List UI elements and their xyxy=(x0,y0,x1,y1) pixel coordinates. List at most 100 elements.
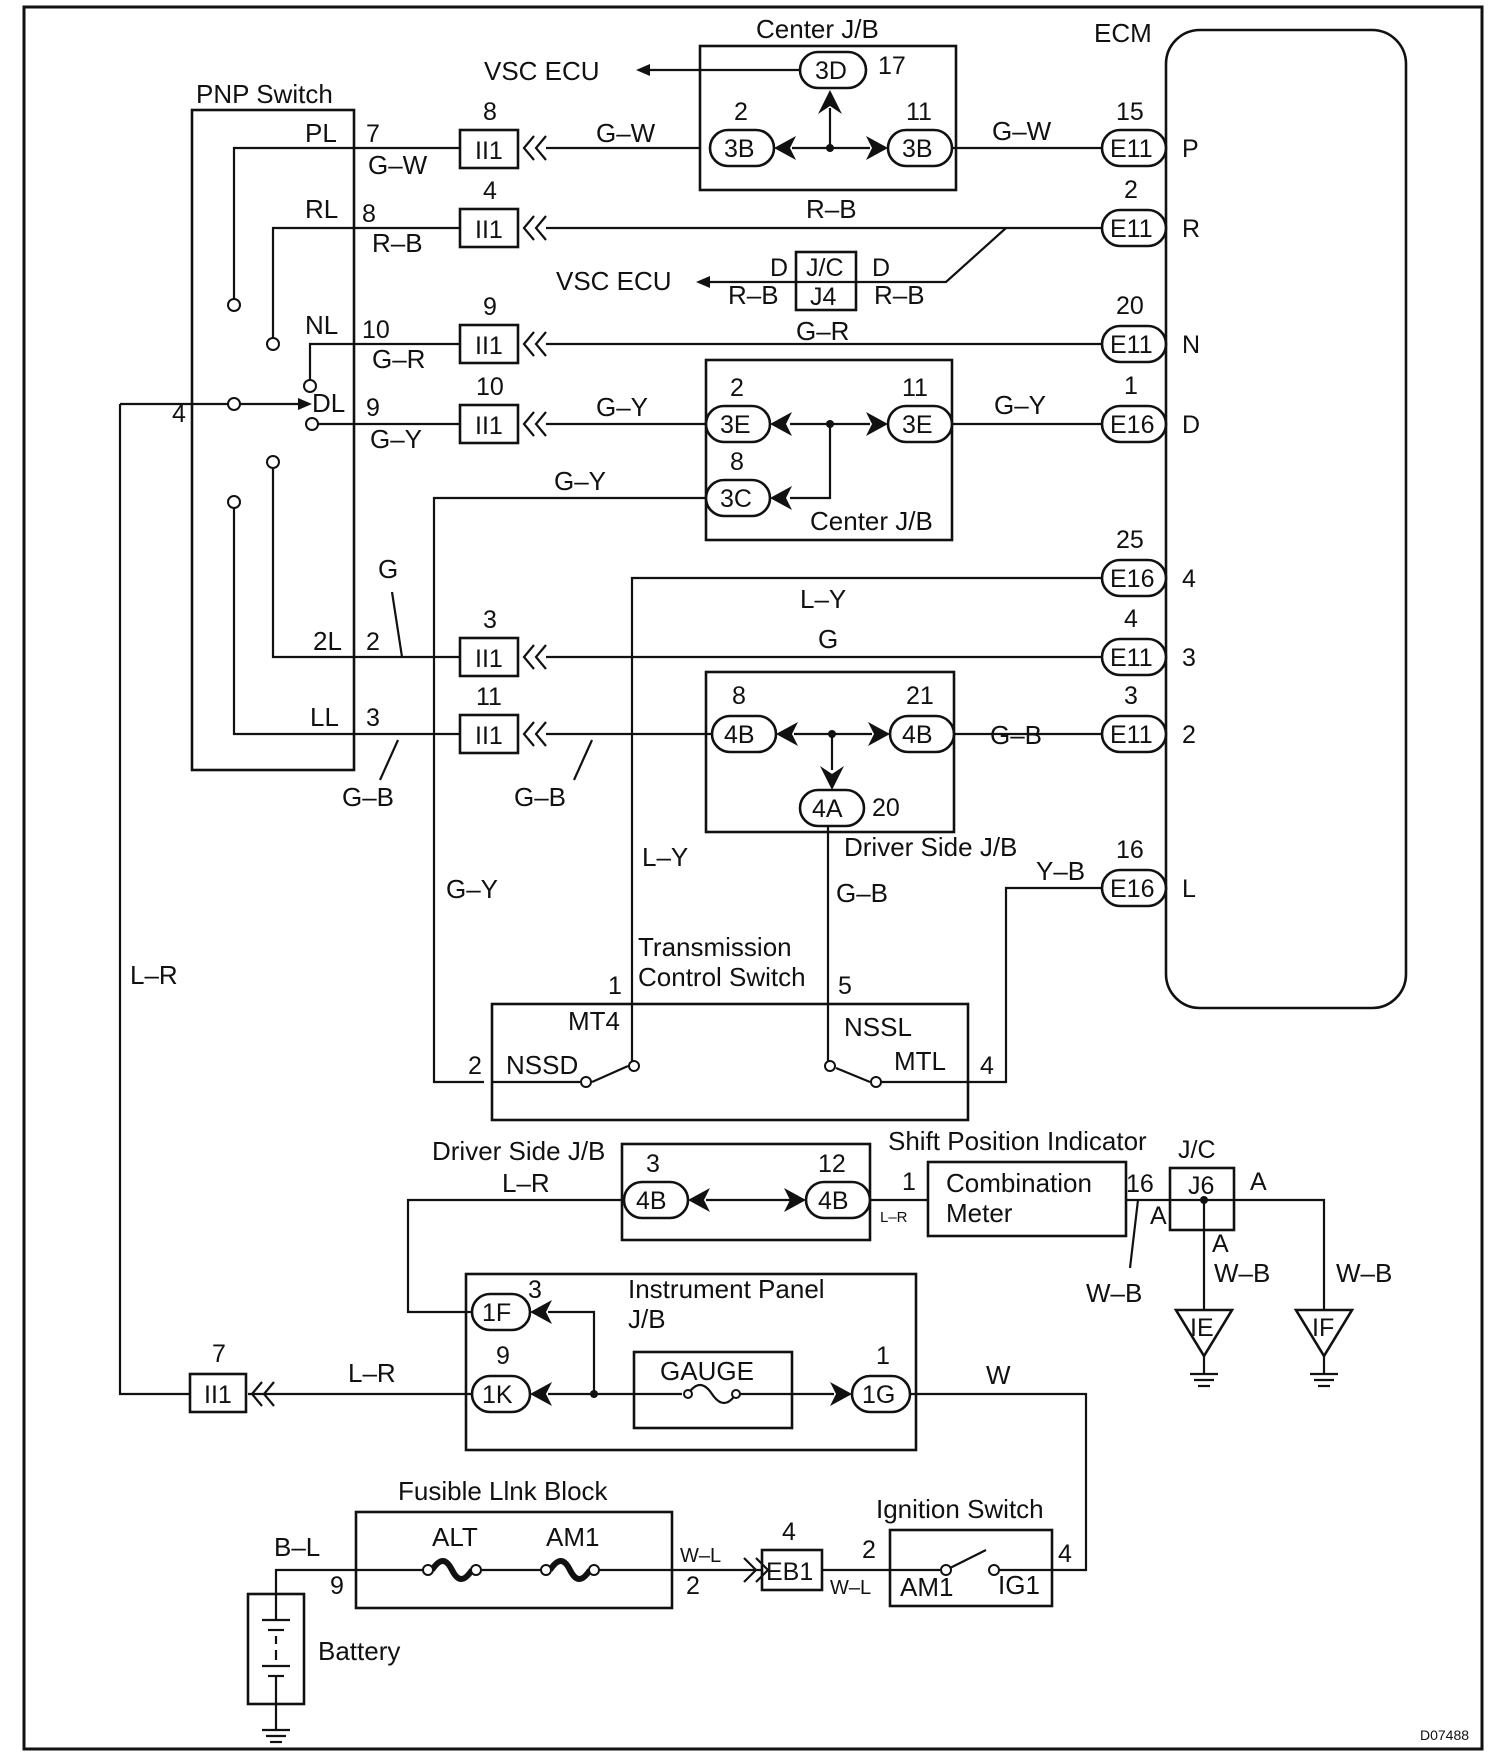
ii1-name: II1 xyxy=(475,137,503,165)
jc-j6-pin-a-left: A xyxy=(1150,1202,1167,1230)
inline-connector-eb1: EB1 4 W–L 2 xyxy=(760,1518,890,1599)
drawing-code: D07488 xyxy=(1420,1727,1469,1743)
eb1-pin: 4 xyxy=(782,1518,796,1546)
ii1-pin: 8 xyxy=(483,98,497,126)
wire-gy-label-2: G–Y xyxy=(596,392,648,422)
ecm-terminal-2: E11 3 2 xyxy=(1100,682,1196,754)
pnp-pin-3: 3 xyxy=(366,704,380,732)
ecm-pin: 20 xyxy=(1116,292,1144,320)
ecm-terminal-name: D xyxy=(1182,411,1200,439)
wire-g-label-2: G xyxy=(818,624,838,654)
ecm-terminal-l: E16 16 L xyxy=(1100,836,1196,908)
tcs-title-line1: Transmission xyxy=(638,932,792,962)
ii1-pin: 9 xyxy=(483,293,497,321)
ecm-terminal-name: 3 xyxy=(1182,644,1196,672)
center-jb-mid-title: Center J/B xyxy=(810,506,933,536)
junction-connector-j4: J/C J4 D D VSC ECU R–B R–B G–R xyxy=(556,227,1007,346)
ecm-pin: 3 xyxy=(1124,682,1138,710)
pnp-pin-2: 2 xyxy=(366,628,380,656)
pnp-position-dl: DL xyxy=(312,388,345,418)
pnp-position-nl: NL xyxy=(305,310,338,340)
ecm-conn: E16 xyxy=(1110,875,1154,903)
wire-ly-label-2: L–Y xyxy=(642,842,688,872)
shift-position-indicator-title: Shift Position Indicator xyxy=(888,1126,1147,1156)
ign-pin-4: 4 xyxy=(1058,1540,1072,1568)
pnp-pin-9: 9 xyxy=(366,394,380,422)
tcs-pin-2: 2 xyxy=(468,1052,482,1080)
pin-8-center-mid: 8 xyxy=(730,448,744,476)
tcs-title-line2: Control Switch xyxy=(638,962,806,992)
pnp-switch: PNP Switch PL RL NL DL 2L LL 7 8 10 9 2 … xyxy=(120,79,390,772)
ecm-terminals: E11 15 P E11 2 R E11 20 N E16 1 D E16 25… xyxy=(1100,98,1200,908)
jc-j4-connector: J4 xyxy=(810,283,837,311)
meter-body-line2: Meter xyxy=(946,1198,1013,1228)
ecm-conn: E11 xyxy=(1110,644,1153,672)
pin-2-center-mid: 2 xyxy=(730,374,744,402)
ecm-pin: 25 xyxy=(1116,526,1144,554)
center-jb-middle: 3E 2 3E 11 3C 8 Center J/B G–Y G–Y G–Y G… xyxy=(432,358,1108,1084)
fusible-link-block: Fusible Llnk Block ALT AM1 9 2 W–L xyxy=(330,1476,770,1610)
wire-lr-label-2: L–R xyxy=(502,1168,550,1198)
tcs-contact-nssl: NSSL xyxy=(844,1012,912,1042)
ii1-name: II1 xyxy=(475,412,503,440)
connector-1f: 1F xyxy=(482,1299,511,1327)
wire-lr-label-3: L–R xyxy=(880,1209,908,1226)
ecm-pin: 2 xyxy=(1124,176,1138,204)
inline-connector-ii1-10: II1 10 xyxy=(458,373,710,445)
ii1-name: II1 xyxy=(475,216,503,244)
ecm-conn: E16 xyxy=(1110,565,1154,593)
tcs-pin-1: 1 xyxy=(608,972,622,1000)
pnp-position-rl: RL xyxy=(305,194,338,224)
meter-body-line1: Combination xyxy=(946,1168,1092,1198)
wire-gb-label-3: G–B xyxy=(514,782,566,812)
pnp-position-2l: 2L xyxy=(313,626,342,656)
ecm-terminal-d: E16 1 D xyxy=(1100,372,1200,444)
fusible-link-block-title: Fusible Llnk Block xyxy=(398,1476,609,1506)
pnp-position-pl: PL xyxy=(305,118,337,148)
ecm-pin: 15 xyxy=(1116,98,1144,126)
wire-lr-label-1: L–R xyxy=(130,960,178,990)
wire-wl-label-1: W–L xyxy=(680,1545,721,1567)
wire-wb-label-1: W–B xyxy=(1086,1278,1142,1308)
meter-pin-1: 1 xyxy=(902,1168,916,1196)
wire-gw-label-3: G–W xyxy=(992,116,1052,146)
pnp-position-ll: LL xyxy=(310,702,339,732)
ground-ie-label: IE xyxy=(1190,1314,1214,1342)
pnp-pin-7: 7 xyxy=(366,120,380,148)
driver-side-jb-lower-title: Driver Side J/B xyxy=(432,1136,605,1166)
battery-title: Battery xyxy=(318,1636,400,1666)
wire-ly-label-1: L–Y xyxy=(800,584,846,614)
meter-pin-16: 16 xyxy=(1126,1170,1154,1198)
wire-gb-label-2: G–B xyxy=(990,720,1042,750)
pnp-pin-10: 10 xyxy=(362,316,390,344)
wire-gy-label-5: G–Y xyxy=(446,874,498,904)
inline-connector-ii1-3: II1 3 xyxy=(458,606,1108,678)
ignition-switch: Ignition Switch AM1 IG1 4 xyxy=(876,1494,1072,1608)
connector-4b-lower-left: 4B xyxy=(636,1187,667,1215)
ii1-pin: 3 xyxy=(483,606,497,634)
wire-gy-label-4: G–Y xyxy=(554,466,606,496)
ecm: ECM xyxy=(1094,18,1408,1010)
ecm-terminal-r: E11 2 R xyxy=(1100,176,1200,248)
ipjb-pin-9: 9 xyxy=(496,1342,510,1370)
jc-j6-connector: J6 xyxy=(1188,1172,1214,1200)
gauge-fuse-label: GAUGE xyxy=(660,1356,754,1386)
pin-3-driver-lower: 3 xyxy=(646,1150,660,1178)
connector-4b-lower-right: 4B xyxy=(818,1187,849,1215)
ecm-conn: E11 xyxy=(1110,215,1153,243)
ecm-title: ECM xyxy=(1094,18,1152,48)
wire-rb-label-2: R–B xyxy=(806,194,857,224)
ecm-terminal-name: R xyxy=(1182,215,1200,243)
pnp-pin-4: 4 xyxy=(172,400,186,428)
jc-j6-pin-a-right: A xyxy=(1250,1168,1267,1196)
inline-connector-ii1-7: II1 7 xyxy=(188,1340,275,1414)
ecm-terminal-name: P xyxy=(1182,135,1199,163)
flb-pin-2: 2 xyxy=(686,1572,700,1600)
driver-side-jb-title: Driver Side J/B xyxy=(844,832,1017,862)
wire-wl-label-2: W–L xyxy=(830,1577,871,1599)
tcs-contact-nssd: NSSD xyxy=(506,1050,578,1080)
pin-20-driver: 20 xyxy=(872,794,900,822)
inline-connector-ii1-8: II1 8 xyxy=(458,98,700,170)
jc-j4-title: J/C xyxy=(806,254,844,282)
